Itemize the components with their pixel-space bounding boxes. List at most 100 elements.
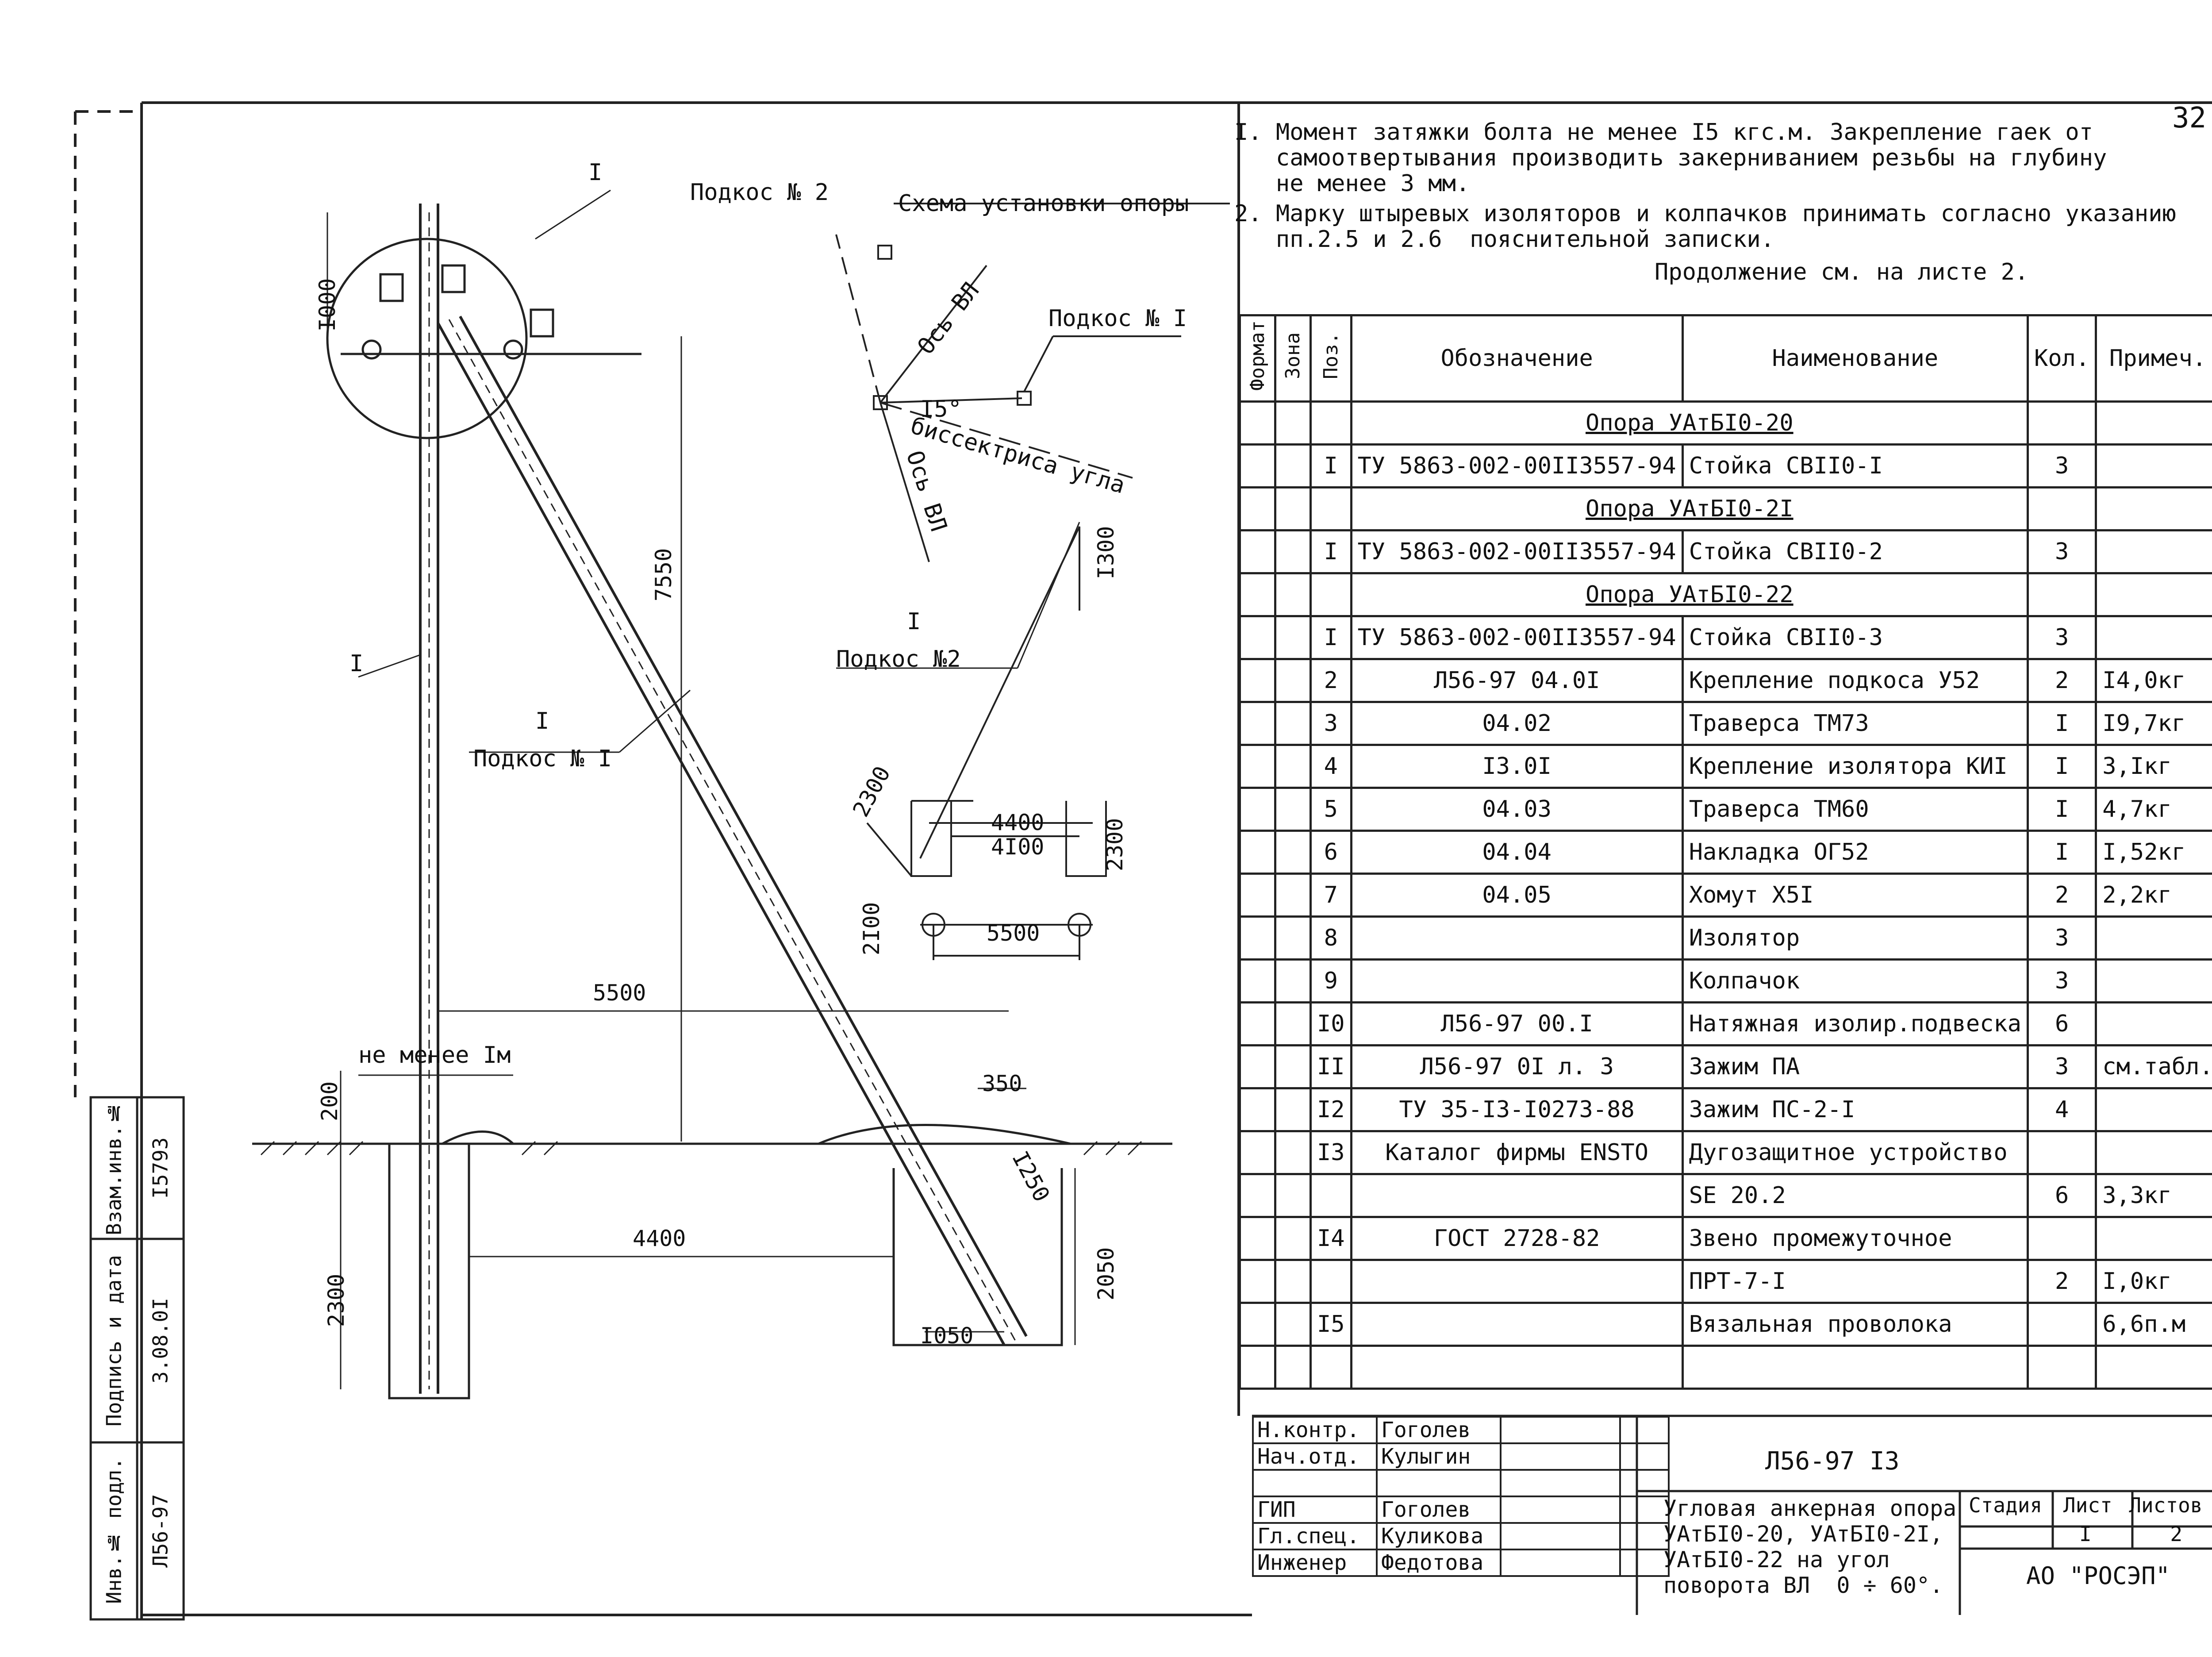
cell-note: 3,3кг [2095,1173,2212,1218]
specification-table: Формат Зона Поз. Обозначение Наименовани… [1239,314,2212,1390]
cell-name [1681,1345,2029,1390]
cell-zone [1274,529,1312,574]
cell-note [2095,958,2212,1003]
cell-format [1239,830,1276,875]
spec-group-row: Опора УАтБI0-22 [1239,572,2212,617]
cell-pos: 2 [1310,658,1352,703]
cell-name: Натяжная изолир.подвеска [1681,1001,2029,1046]
signature-row: Н.контр.Гоголев [1252,1416,1670,1444]
signature-cell [1500,1496,1621,1524]
cell-zone [1274,915,1312,961]
cell-designation [1350,1259,1684,1304]
role-cell [1252,1469,1378,1497]
cell-qty [2027,486,2097,531]
vzam-label: Взам.инв.№ [102,1101,126,1235]
left-sidebar: Инв.№ подл. Л56-97 Подпись и дата 3.08.0… [91,1097,184,1619]
cell-designation: ТУ 5863-002-00II3557-94 [1350,529,1684,574]
cell-designation: Л56-97 0I л. 3 [1350,1044,1684,1089]
cell-zone [1274,1130,1312,1175]
cell-zone [1274,572,1312,617]
detail-I-foundation [866,526,1107,960]
spec-group-row: Опора УАтБI0-2I [1239,486,2212,531]
cell-pos: I [1310,529,1352,574]
cell-note [2095,1087,2212,1132]
cell-note [2095,486,2212,531]
cell-pos [1310,1259,1352,1304]
cell-pos [1310,486,1352,531]
dim-1000: I000 [315,278,341,332]
stage-label: Стадия [1969,1493,2043,1517]
cell-note: I9,7кг [2095,701,2212,746]
dimension-lines [326,212,1076,1389]
cell-zone [1274,701,1312,746]
label-podkos-1-main: Подкос № I [473,746,612,772]
cell-designation: ТУ 5863-002-00II3557-94 [1350,615,1684,660]
cell-qty: 3 [2027,1044,2097,1089]
cell-pos: I4 [1310,1216,1352,1261]
dim-5500-main: 5500 [593,980,646,1006]
cell-name: Дугозащитное устройство [1681,1130,2029,1175]
cell-designation: Л56-97 00.I [1350,1001,1684,1046]
cell-pos: 5 [1310,787,1352,832]
drawing-code: Л56-97 I3 [1765,1447,1900,1476]
cell-qty [2027,400,2097,446]
sheet-value: I [2079,1522,2092,1546]
note-1: I. Момент затяжки болта не менее I5 кгс.… [1234,119,2107,197]
cell-qty: I [2027,830,2097,875]
signature-cell [1500,1442,1621,1471]
col-format: Формат [1239,314,1276,403]
dim-2050: 2050 [1093,1247,1119,1301]
cell-designation [1350,1302,1684,1347]
dim-1300: I300 [1093,526,1119,580]
dim-7550: 7550 [651,548,677,602]
date-cell [1619,1469,1670,1497]
leader-lines [358,189,1080,753]
name-cell: Кулыгин [1376,1442,1502,1471]
cell-name: Стойка СВII0-I [1681,443,2029,488]
col-designation: Обозначение [1350,314,1684,403]
cell-zone [1274,1001,1312,1046]
cell-qty [2027,1216,2097,1261]
dim-2100: 2I00 [859,902,885,956]
cell-format [1239,915,1276,961]
cell-designation: 04.02 [1350,701,1684,746]
cell-qty: 6 [2027,1001,2097,1046]
dim-4100-detail: 4I00 [991,834,1045,860]
cell-designation: 04.04 [1350,830,1684,875]
cell-designation: ГОСТ 2728-82 [1350,1216,1684,1261]
cell-format [1239,744,1276,789]
cell-qty: 3 [2027,443,2097,488]
cell-note [2095,400,2212,446]
cell-designation: ТУ 35-I3-I0273-88 [1350,1087,1684,1132]
cell-pos [1310,400,1352,446]
sheet-values: I 2 [2079,1522,2182,1546]
cell-note: I,0кг [2095,1259,2212,1304]
col-zone: Зона [1274,314,1312,403]
cell-format [1239,443,1276,488]
label-podkos-2-top: Подкос № 2 [690,179,829,206]
cell-note [2095,1130,2212,1175]
date-cell [1619,1549,1670,1577]
cell-zone [1274,1173,1312,1218]
cell-qty: 3 [2027,615,2097,660]
inv-label: Инв.№ подл. [102,1457,126,1604]
signature-cell [1500,1522,1621,1550]
title-block-frame [1252,1415,2212,1615]
cell-zone [1274,400,1312,446]
cell-name: Стойка СВII0-2 [1681,529,2029,574]
col-pos: Поз. [1310,314,1352,403]
cell-pos: I [1310,443,1352,488]
